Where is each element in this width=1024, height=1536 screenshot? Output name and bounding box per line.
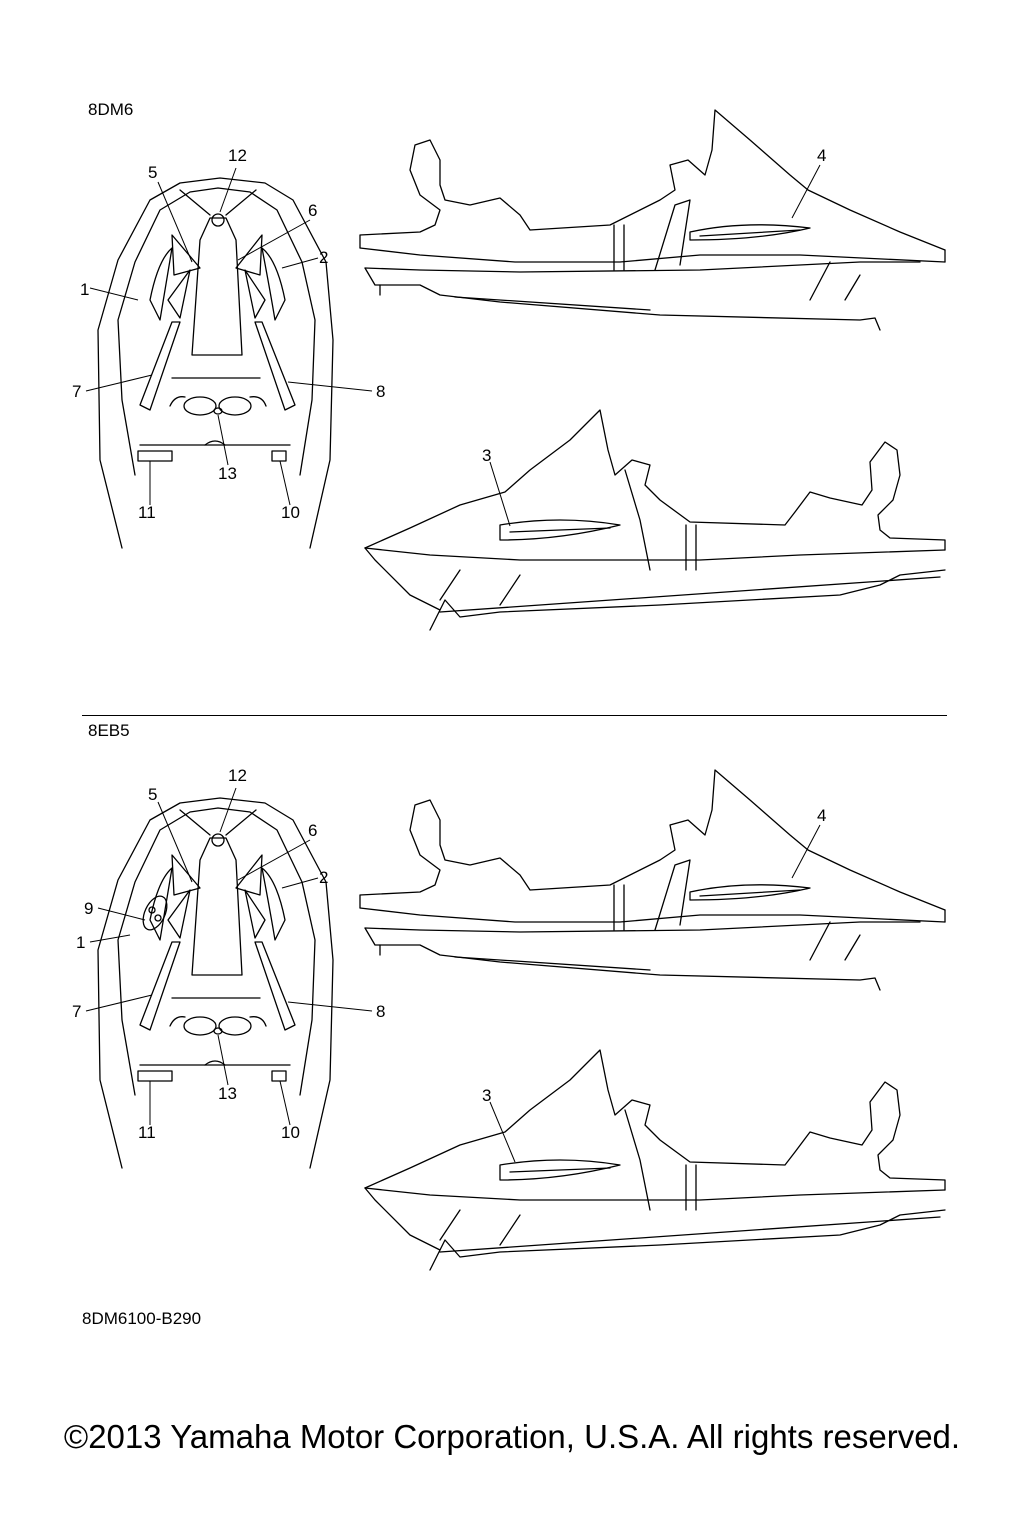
callout-8: 8 <box>376 1002 386 1021</box>
section1-leader-lines <box>85 164 821 527</box>
callout-3: 3 <box>482 446 492 465</box>
callout-13: 13 <box>218 464 237 483</box>
callout-4: 4 <box>817 806 827 825</box>
callout-7: 7 <box>72 1002 82 1021</box>
callout-6: 6 <box>308 821 318 840</box>
section1-top-view <box>97 177 334 549</box>
callout-11: 11 <box>138 1123 156 1142</box>
callout-3: 3 <box>482 1086 492 1105</box>
callout-10: 10 <box>281 1123 300 1142</box>
callout-2: 2 <box>319 868 329 887</box>
callout-9: 9 <box>84 899 94 918</box>
section2-right-side-view <box>359 769 946 991</box>
callout-6: 6 <box>308 201 318 220</box>
callout-1: 1 <box>80 280 90 299</box>
callout-11: 11 <box>138 503 156 522</box>
section1-model-code: 8DM6 <box>88 100 134 119</box>
diagram-code: 8DM6100-B290 <box>82 1309 202 1328</box>
callout-5: 5 <box>148 163 158 182</box>
callout-12: 12 <box>228 146 247 165</box>
section1-left-side-view <box>364 409 946 631</box>
section-divider <box>82 715 947 716</box>
section2-left-side-view <box>364 1049 946 1271</box>
callout-13: 13 <box>218 1084 237 1103</box>
callout-7: 7 <box>72 382 82 401</box>
copyright-notice: ©2013 Yamaha Motor Corporation, U.S.A. A… <box>63 1418 961 1455</box>
section2-model-code: 8EB5 <box>88 721 130 740</box>
callout-4: 4 <box>817 146 827 165</box>
section1-right-side-view <box>359 109 946 331</box>
callout-10: 10 <box>281 503 300 522</box>
section2-leader-lines <box>85 787 821 1163</box>
callout-2: 2 <box>319 248 329 267</box>
section2-top-view <box>97 797 334 1169</box>
callout-12: 12 <box>228 766 247 785</box>
callout-5: 5 <box>148 785 158 804</box>
callout-1: 1 <box>76 933 86 952</box>
callout-8: 8 <box>376 382 386 401</box>
